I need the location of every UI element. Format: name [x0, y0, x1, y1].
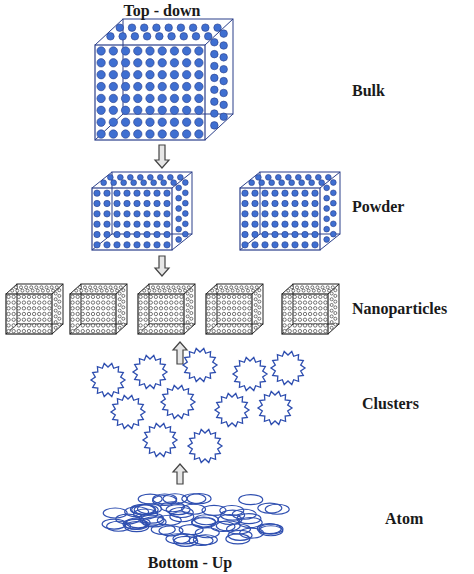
heading: Top - down: [124, 2, 201, 20]
nanoparticle-cube: [70, 284, 127, 334]
atom-symbol: [240, 528, 264, 538]
atom-symbol: [218, 514, 242, 524]
atom-symbol: [107, 521, 131, 531]
cluster-symbol: [188, 429, 222, 462]
cluster-symbol: [183, 348, 217, 381]
stage-label: Powder: [352, 198, 404, 216]
atom-symbol: [202, 505, 226, 515]
atom-symbol: [195, 528, 219, 538]
powder-cube: [240, 172, 340, 250]
cluster-symbol: [258, 391, 292, 424]
atom-symbol: [103, 508, 127, 518]
atom-symbol: [226, 534, 250, 544]
up-arrow: [173, 464, 187, 484]
nanoparticle-cube: [138, 284, 195, 334]
atom-symbol: [193, 535, 217, 545]
down-arrow: [155, 145, 169, 168]
bulk-cube: [95, 19, 233, 140]
stage-label: Atom: [385, 510, 423, 528]
atom-symbol: [187, 494, 211, 504]
atom-symbol: [157, 515, 181, 525]
cluster-symbol: [143, 423, 177, 456]
heading: Bottom - Up: [148, 554, 232, 572]
atom-symbol: [159, 526, 183, 536]
atom-symbol: [163, 494, 187, 504]
stage-label: Clusters: [362, 395, 419, 413]
atom-symbol: [102, 519, 126, 529]
nanoparticle-cube: [6, 284, 63, 334]
cluster-symbol: [133, 355, 167, 388]
atom-symbol: [239, 495, 263, 505]
atom-symbol: [258, 503, 282, 513]
stage-label: Nanoparticles: [352, 300, 447, 318]
cluster-symbol: [271, 351, 305, 384]
atom-symbol: [194, 515, 218, 525]
atom-symbol: [126, 518, 150, 528]
stage-label: Bulk: [352, 82, 385, 100]
down-arrow: [155, 256, 169, 276]
atom-symbol: [170, 512, 194, 522]
atom-symbol: [192, 518, 216, 528]
cluster-symbol: [111, 395, 145, 428]
cluster-symbol: [161, 385, 195, 418]
nanoparticle-cube: [282, 284, 339, 334]
cluster-symbol: [91, 363, 125, 396]
up-arrow: [173, 342, 187, 364]
atom-symbol: [138, 494, 162, 504]
powder-cube: [92, 172, 192, 250]
atom-symbol: [182, 494, 206, 504]
nanoparticle-cube: [206, 284, 263, 334]
cluster-symbol: [233, 357, 267, 390]
cluster-symbol: [215, 393, 249, 426]
atom-symbol: [130, 504, 154, 514]
